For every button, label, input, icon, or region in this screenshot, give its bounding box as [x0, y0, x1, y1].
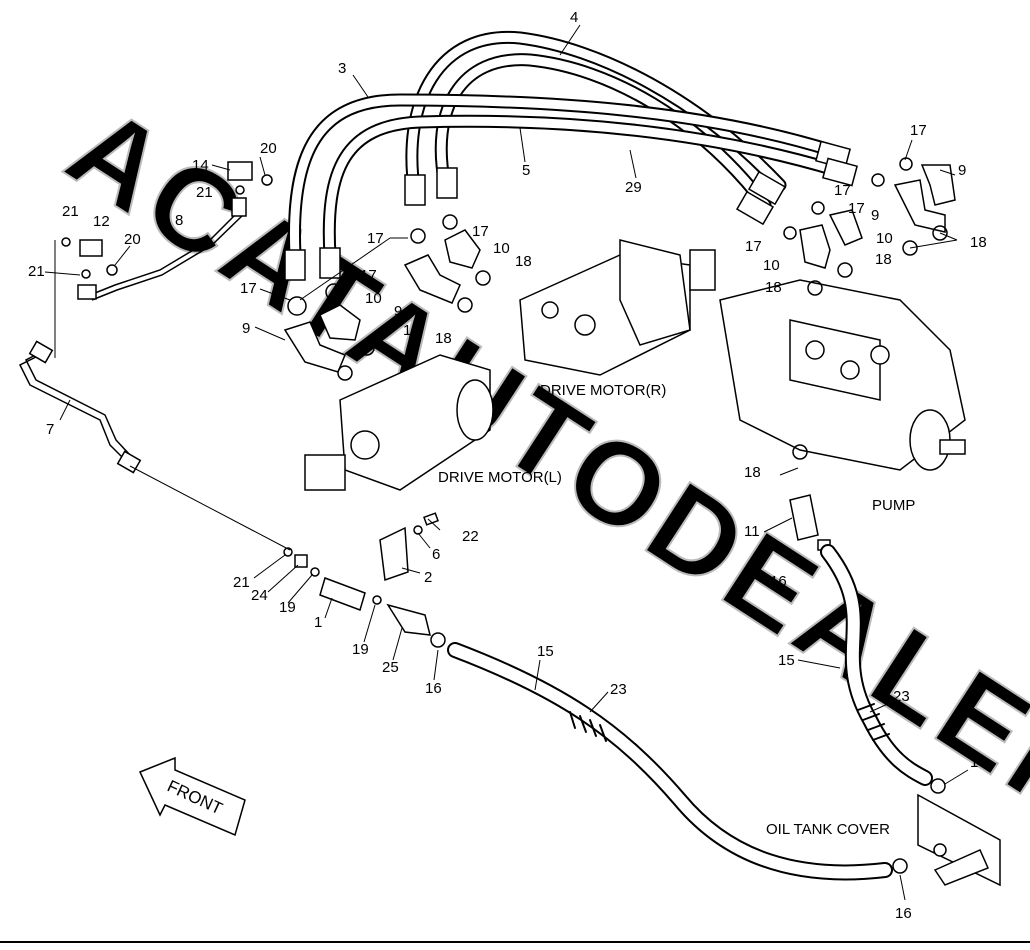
callout-11: 11: [744, 523, 760, 540]
callout-17a: 17: [910, 122, 927, 139]
fitting-24: [294, 554, 308, 568]
callout-16a: 16: [770, 573, 787, 590]
callout-21a: 21: [196, 184, 213, 201]
pump: PUMP: [719, 279, 966, 514]
callout-25: 25: [382, 659, 399, 676]
callout-17c: 17: [848, 200, 865, 217]
drive-motor-l-label: DRIVE MOTOR(L): [438, 469, 562, 486]
callout-3: 3: [338, 60, 346, 77]
callout-12: 12: [93, 213, 110, 230]
callout-20a: 20: [260, 140, 277, 157]
callout-18f: 18: [435, 330, 452, 347]
hoses-group: [284, 30, 858, 281]
oring-19b: [372, 595, 382, 605]
callout-23a: 23: [610, 681, 627, 698]
callout-19a: 19: [279, 599, 296, 616]
callout-5: 5: [522, 162, 530, 179]
callout-2: 2: [424, 569, 432, 586]
callout-17e: 17: [240, 280, 257, 297]
hose-fittings: [284, 140, 858, 281]
callout-18g: 18: [744, 464, 761, 481]
callout-1: 1: [314, 614, 322, 631]
oil-tank-cover: OIL TANK COVER: [766, 793, 1001, 887]
callout-15b: 15: [778, 652, 795, 669]
elbows-motors: [283, 214, 491, 381]
callout-18d: 18: [403, 322, 420, 339]
oring-19a: [310, 567, 320, 577]
watermark-text: ACATAUTODEALER.RU: [46, 81, 1030, 950]
washer-6: [413, 525, 423, 535]
callout-17b: 17: [834, 182, 851, 199]
bracket-2: [379, 526, 409, 582]
bolt-22: [423, 512, 439, 526]
oil-tank-cover-label: OIL TANK COVER: [766, 821, 890, 838]
hose-3: [287, 93, 837, 262]
callout-20b: 20: [124, 231, 141, 248]
callout-14: 14: [192, 157, 209, 174]
callout-17d: 17: [745, 238, 762, 255]
callout-9c: 9: [394, 303, 402, 320]
watermark: ACATAUTODEALER.RU: [45, 80, 1030, 950]
drive-motor-l: DRIVE MOTOR(L): [304, 354, 562, 491]
callout-9b: 9: [871, 207, 879, 224]
pump-label: PUMP: [872, 497, 915, 514]
elbows-pump: [783, 157, 956, 460]
tee-25: [386, 603, 431, 636]
callout-10a: 10: [876, 230, 893, 247]
callout-10d: 10: [493, 240, 510, 257]
callout-9d: 9: [242, 320, 250, 337]
suction-hoses: [447, 544, 946, 881]
callout-10b: 10: [763, 257, 780, 274]
callout-21d: 21: [233, 574, 250, 591]
callout-16c: 16: [970, 754, 987, 771]
callout-17f: 17: [360, 267, 377, 284]
callout-8: 8: [175, 212, 183, 229]
pipe-1: [319, 577, 366, 611]
callout-18c: 18: [765, 279, 782, 296]
clamp-16b: [430, 632, 446, 648]
callout-29: 29: [625, 179, 642, 196]
callout-15a: 15: [537, 643, 554, 660]
pipe-8: [77, 197, 247, 301]
callout-23b: 23: [893, 688, 910, 705]
drive-motor-r-label: DRIVE MOTOR(R): [540, 382, 666, 399]
callout-22: 22: [462, 528, 479, 545]
callout-7: 7: [46, 421, 54, 438]
callout-16d: 16: [895, 905, 912, 922]
callout-21b: 21: [62, 203, 79, 220]
fittings-left: [61, 161, 273, 279]
callout-9a: 9: [958, 162, 966, 179]
callout-6: 6: [432, 546, 440, 563]
callout-18b: 18: [875, 251, 892, 268]
callout-24: 24: [251, 587, 268, 604]
callout-16b: 16: [425, 680, 442, 697]
callout-4: 4: [570, 9, 578, 26]
drive-motor-r: DRIVE MOTOR(R): [519, 239, 716, 399]
callout-17h: 17: [472, 223, 489, 240]
suction-parts: [283, 494, 831, 648]
callout-19b: 19: [352, 641, 369, 658]
elbow-11: [789, 494, 819, 541]
callouts: 4 3 5 29 17 9 17 17 9 10 18 17 10 18 18 …: [28, 9, 987, 922]
callout-10c: 10: [365, 290, 382, 307]
hose-5: [322, 114, 842, 262]
pipe-7: [18, 340, 142, 474]
front-arrow: FRONT: [138, 756, 246, 837]
callout-17g: 17: [367, 230, 384, 247]
callout-18a: 18: [970, 234, 987, 251]
callout-18e: 18: [515, 253, 532, 270]
callout-21c: 21: [28, 263, 45, 280]
leader-lines: [44, 24, 969, 901]
